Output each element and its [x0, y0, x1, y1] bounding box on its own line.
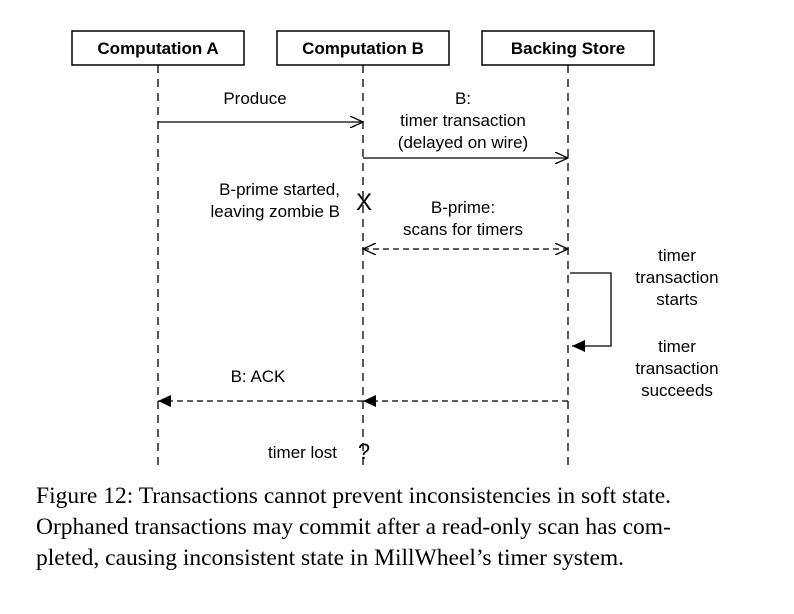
- bprime-scan-line1: B-prime:: [431, 198, 495, 217]
- timer-succeeds-line1: timer: [658, 337, 696, 356]
- participant-label: Computation A: [97, 39, 218, 58]
- b-timer-label-line2: timer transaction: [400, 111, 526, 130]
- figure-caption: Figure 12: Transactions cannot prevent i…: [36, 481, 766, 574]
- zombie-x-mark: X: [356, 189, 372, 216]
- caption-line: pleted, causing inconsistent state in Mi…: [36, 545, 625, 571]
- bprime-started-line2: leaving zombie B: [211, 202, 340, 221]
- b-ack-label: B: ACK: [231, 367, 286, 386]
- timer-succeeds-line2: transaction: [635, 359, 718, 378]
- timer-lost-label: timer lost: [268, 443, 337, 462]
- timer-succeeds-line3: succeeds: [641, 381, 713, 400]
- timer-self-loop-arrow: [570, 272, 612, 352]
- b-timer-label-line1: B:: [455, 89, 471, 108]
- bprime-started-line1: B-prime started,: [219, 180, 340, 199]
- caption-line: Figure 12: Transactions cannot prevent i…: [36, 483, 672, 509]
- question-mark: ?: [358, 439, 370, 464]
- timer-starts-line2: transaction: [635, 268, 718, 287]
- sequence-diagram: Computation A Computation B Backing Stor…: [71, 30, 719, 468]
- participant-computation-b: Computation B: [276, 30, 450, 66]
- produce-label: Produce: [223, 89, 286, 108]
- participant-label: Backing Store: [511, 39, 625, 58]
- caption-line: Orphaned transactions may commit after a…: [36, 514, 671, 540]
- participant-label: Computation B: [302, 39, 424, 58]
- b-timer-label-line3: (delayed on wire): [398, 133, 528, 152]
- bprime-scan-line2: scans for timers: [403, 220, 523, 239]
- participant-backing-store: Backing Store: [481, 30, 655, 66]
- timer-starts-line3: starts: [656, 290, 698, 309]
- timer-starts-line1: timer: [658, 246, 696, 265]
- participant-computation-a: Computation A: [71, 30, 245, 66]
